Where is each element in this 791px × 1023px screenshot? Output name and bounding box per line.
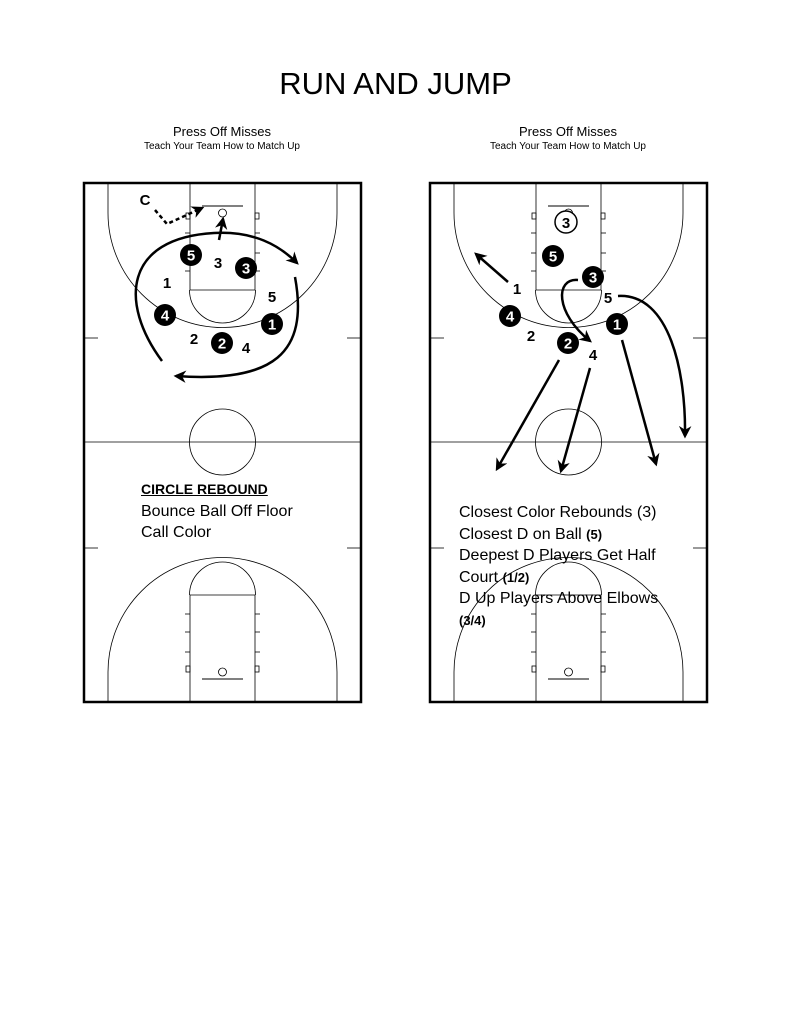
note: Closest D on Ball (5)	[459, 525, 603, 543]
block	[254, 665, 260, 673]
offense-player-5-marker	[180, 244, 202, 266]
free-throw-circle	[535, 561, 602, 596]
offense-player-3-marker	[235, 257, 257, 279]
circle-arrow-bottom	[173, 276, 300, 383]
basket	[218, 208, 227, 218]
offense-player-1-marker	[606, 313, 628, 335]
left-subheading: Teach Your Team How to Match Up	[143, 141, 300, 152]
defender-5: 5	[604, 290, 612, 307]
offense-player-1-marker	[261, 313, 283, 335]
defender-5-arrow	[617, 294, 692, 439]
block	[531, 212, 537, 220]
defender-3: 3	[214, 255, 222, 272]
coach-label: C	[140, 192, 151, 209]
block	[600, 665, 606, 673]
rebounder-marker	[554, 210, 578, 234]
defender-1: 1	[513, 281, 521, 298]
coach-pass-arrow	[154, 206, 205, 226]
left-heading: Press Off Misses	[172, 124, 271, 139]
lane	[189, 594, 256, 702]
defender-3-arrow	[560, 278, 592, 343]
offense-player-3-label: 3	[589, 270, 597, 287]
defender-4: 4	[242, 340, 251, 357]
defender-4: 4	[589, 347, 598, 364]
free-throw-circle	[535, 289, 602, 324]
offense-1-arrow	[620, 339, 660, 467]
offense-player-4-label: 4	[161, 308, 170, 325]
defender-5: 5	[268, 289, 276, 306]
right-heading: Press Off Misses	[518, 124, 617, 139]
circle-rebound-title: CIRCLE REBOUND	[141, 481, 268, 497]
free-throw-circle	[189, 289, 256, 324]
offense-player-4-label: 4	[506, 309, 515, 326]
center-circle	[535, 408, 602, 476]
note: Deepest D Players Get Half	[459, 547, 656, 564]
free-throw-circle	[189, 561, 256, 596]
defender-4-arrow	[557, 367, 592, 474]
three-point-arc	[453, 557, 684, 702]
offense-player-1-label: 1	[613, 317, 621, 334]
offense-player-4-marker	[154, 304, 176, 326]
block	[254, 212, 260, 220]
lane	[535, 594, 602, 702]
right-subheading: Teach Your Team How to Match Up	[489, 141, 646, 152]
page-title: RUN AND JUMP	[279, 66, 512, 101]
offense-player-4-marker	[499, 305, 521, 327]
offense-player-5-label: 5	[549, 249, 557, 266]
court-boundary	[82, 181, 363, 704]
offense-player-5-label: 5	[187, 248, 195, 265]
defender-1: 1	[163, 275, 171, 292]
note: Closest Color Rebounds (3)	[459, 504, 657, 521]
note: Call Color	[141, 524, 212, 541]
offense-player-2-label: 2	[218, 336, 226, 353]
lane	[535, 183, 602, 291]
note: Court (1/2)	[459, 568, 530, 586]
note: (3/4)	[459, 612, 486, 628]
note: Bounce Ball Off Floor	[141, 502, 293, 520]
offense-player-3-label: 3	[242, 261, 250, 278]
block	[531, 665, 537, 673]
offense-2-arrow	[495, 359, 561, 472]
offense-player-3-marker	[582, 266, 604, 288]
rebounder-label: 3	[562, 215, 570, 232]
offense-player-1-label: 1	[268, 317, 276, 334]
three-point-arc	[107, 557, 338, 702]
defender-2: 2	[190, 331, 198, 348]
basket	[564, 667, 573, 677]
offense-player-2-marker	[211, 332, 233, 354]
shot-arrow	[214, 216, 228, 241]
left-notes: CIRCLE REBOUND Bounce Ball Off Floor Cal…	[141, 479, 293, 544]
offense-player-5-marker	[542, 245, 564, 267]
block	[185, 665, 191, 673]
basket	[218, 667, 227, 677]
block	[185, 212, 191, 220]
circle-arrow-top	[134, 231, 299, 362]
court-boundary	[428, 181, 709, 704]
center-circle	[189, 408, 256, 476]
three-point-arc	[107, 183, 338, 328]
offense-player-2-label: 2	[564, 336, 572, 353]
defender-2: 2	[527, 328, 535, 345]
right-notes: Closest Color Rebounds (3) Closest D on …	[459, 502, 658, 631]
block	[600, 212, 606, 220]
three-point-arc	[453, 183, 684, 328]
offense-player-2-marker	[557, 332, 579, 354]
defender-1-arrow	[474, 252, 509, 283]
note: D Up Players Above Elbows	[459, 590, 659, 607]
